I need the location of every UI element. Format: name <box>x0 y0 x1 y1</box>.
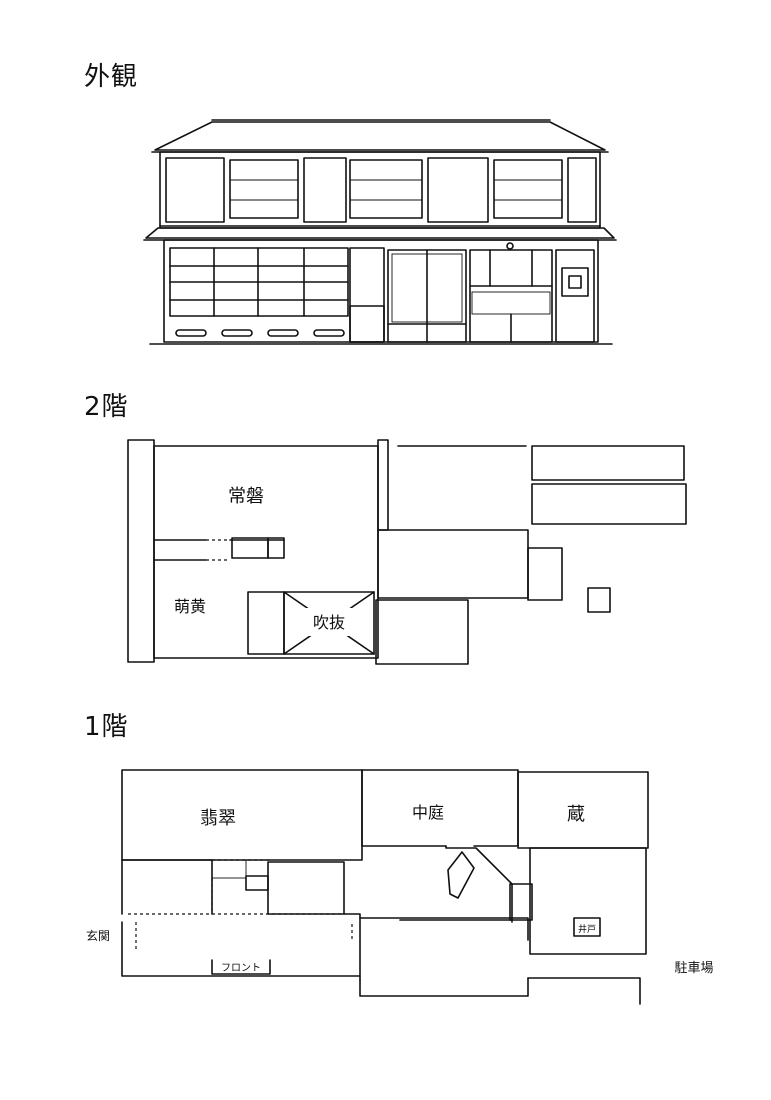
side-door <box>555 249 595 343</box>
front-desk <box>211 959 271 975</box>
roof-strip <box>127 439 155 663</box>
roof-grid <box>527 547 563 601</box>
roof-stripe <box>375 599 469 665</box>
base-vents <box>175 329 345 337</box>
lattice-window <box>229 159 299 219</box>
wall-section <box>349 247 385 343</box>
label-parking: 駐車場 <box>674 961 713 976</box>
label-front: フロント <box>221 963 261 974</box>
sliding-door <box>387 249 467 343</box>
upper-roof <box>151 119 609 153</box>
ground-floor-wall <box>163 239 599 343</box>
lattice-window <box>493 159 563 219</box>
room-label-moegi: 萌黄 <box>174 597 206 616</box>
shaded-panel <box>427 157 489 223</box>
floor-1-plan <box>121 769 649 1005</box>
heading-exterior: 外観 <box>84 62 139 92</box>
label-well: 井戸 <box>578 923 596 935</box>
room-label-hisui: 翡翠 <box>200 808 236 829</box>
room-label-tokiwa: 常磐 <box>228 486 264 507</box>
room-hisui <box>121 769 363 861</box>
lattice-window <box>349 159 423 219</box>
roof-grid <box>531 483 687 525</box>
small-roof <box>587 587 611 613</box>
exterior-facade <box>143 119 617 345</box>
room-label-kura: 蔵 <box>567 804 585 825</box>
well <box>573 917 601 937</box>
entrance-noren <box>469 249 553 343</box>
stairs <box>211 859 247 879</box>
roof-grid <box>377 529 529 599</box>
label-entrance: 玄関 <box>86 928 110 943</box>
void-fukinuke <box>283 591 375 655</box>
floor-2-plan <box>127 439 687 665</box>
room-right-lower <box>529 847 647 955</box>
second-floor-wall <box>159 151 601 229</box>
room-label-nakaniwa: 中庭 <box>412 803 444 822</box>
roof-grid <box>531 445 685 481</box>
shop-sign <box>561 267 589 297</box>
shaded-panel <box>303 157 347 223</box>
stairs <box>231 537 269 559</box>
lattice-koshi <box>169 247 349 317</box>
heading-floor-1: 1階 <box>84 712 129 742</box>
shaded-panel <box>165 157 225 223</box>
lower-eave <box>143 227 617 241</box>
lantern-hook <box>506 242 514 250</box>
shaded-panel <box>567 157 597 223</box>
courtyard-feature <box>447 851 475 899</box>
heading-floor-2: 2階 <box>84 392 129 422</box>
room-label-fukinuke: 吹抜 <box>313 613 345 632</box>
